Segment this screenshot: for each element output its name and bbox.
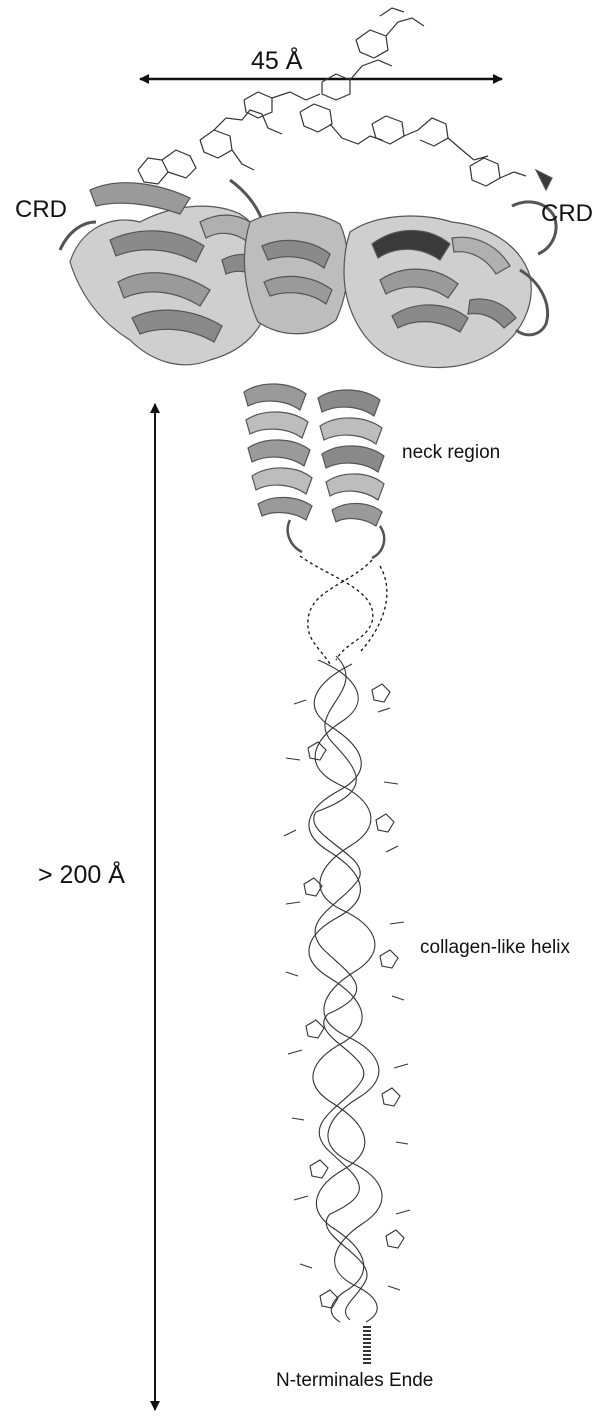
collagen-helix-label: collagen-like helix [420, 938, 570, 957]
length-dimension-label: > 200 Å [38, 863, 125, 888]
flexible-linker [300, 556, 387, 664]
neck-region-label: neck region [402, 443, 500, 462]
n-terminus-label: N-terminales Ende [276, 1371, 433, 1390]
crd-right-label: CRD [541, 202, 593, 226]
carbohydrate-ligands [138, 8, 526, 186]
crd-right-structure [344, 170, 556, 368]
neck-region-helices [244, 384, 384, 558]
trimer-core [244, 212, 347, 333]
crd-left-label: CRD [15, 198, 67, 222]
collagen-like-helix-structure [284, 656, 410, 1322]
width-dimension-label: 45 Å [251, 49, 302, 74]
